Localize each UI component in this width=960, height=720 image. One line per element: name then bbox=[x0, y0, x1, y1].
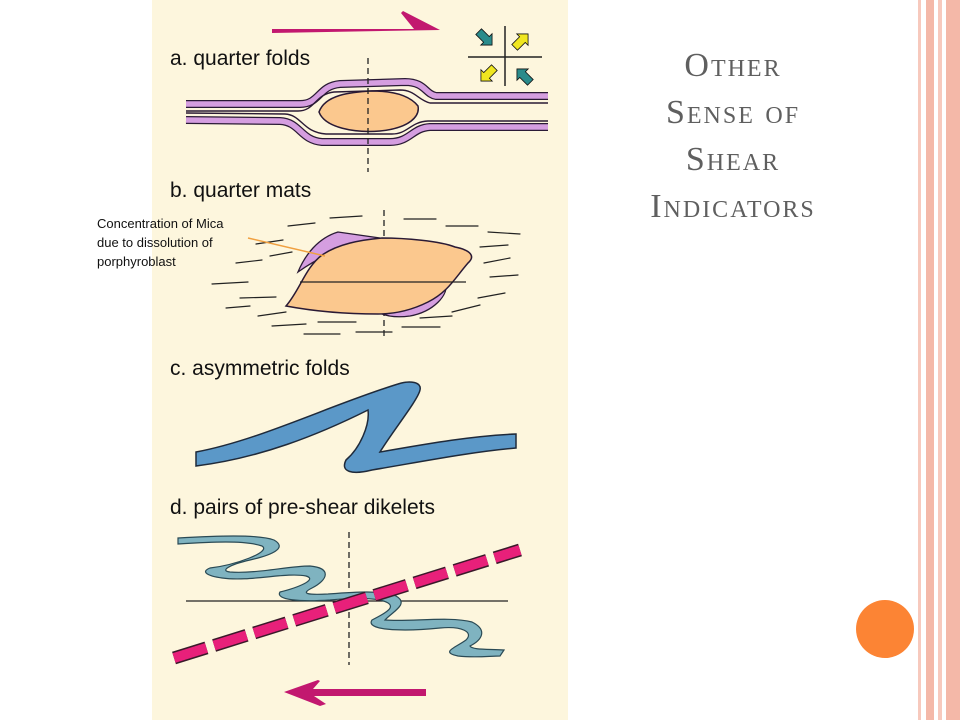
stress-axes-icon bbox=[468, 26, 542, 86]
title-line-4: Indicators bbox=[650, 188, 816, 225]
edge-stripe-2 bbox=[926, 0, 934, 720]
accent-dot bbox=[856, 600, 914, 658]
title-line-1: Other bbox=[684, 47, 782, 84]
edge-stripe-3 bbox=[938, 0, 942, 720]
dikelets-diagram bbox=[172, 532, 522, 665]
title-line-2: Sense of bbox=[665, 94, 801, 131]
label-quarter-folds: a. quarter folds bbox=[170, 47, 310, 70]
quarter-mats-diagram bbox=[211, 210, 521, 338]
annotation-line-2: due to dissolution of bbox=[97, 235, 213, 250]
title-line-3: Shear bbox=[685, 141, 781, 178]
shear-arrow-right-icon bbox=[272, 11, 440, 33]
quarter-folds-diagram bbox=[185, 58, 548, 172]
asymmetric-fold-band bbox=[195, 381, 517, 473]
label-asymmetric-folds: c. asymmetric folds bbox=[170, 357, 350, 380]
annotation-line-1: Concentration of Mica bbox=[97, 216, 224, 231]
label-quarter-mats: b. quarter mats bbox=[170, 179, 311, 202]
slide-title: Other Sense of Shear Indicators bbox=[598, 42, 868, 230]
annotation-line-3: porphyroblast bbox=[97, 254, 176, 269]
annotation-leader-line bbox=[247, 237, 326, 257]
edge-stripe-1 bbox=[918, 0, 921, 720]
edge-stripe-4 bbox=[946, 0, 960, 720]
shear-arrow-left-icon bbox=[284, 680, 426, 706]
label-dikelets: d. pairs of pre-shear dikelets bbox=[170, 496, 435, 519]
